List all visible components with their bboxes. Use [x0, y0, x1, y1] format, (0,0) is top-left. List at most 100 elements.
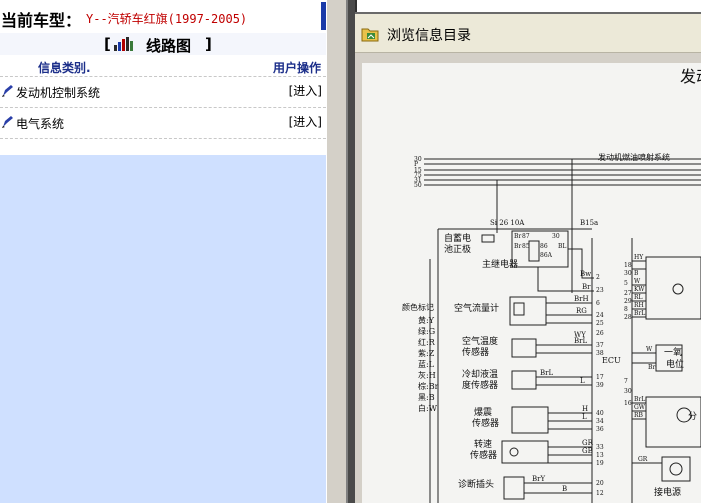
right-col-label: GR — [638, 456, 648, 463]
section-header: [ 线路图 ] — [0, 33, 326, 55]
pin-num: 38 — [596, 350, 604, 357]
right-label: 接电源 — [654, 486, 681, 498]
bus-num: 31 — [414, 177, 422, 184]
header-user-action: 用户操作 — [272, 61, 321, 75]
pencil-icon — [2, 85, 13, 97]
enter-link[interactable]: [进入] — [288, 84, 322, 98]
enter-link[interactable]: [进入] — [288, 115, 322, 129]
right-pane: 浏览信息目录 发动 发动机燃油喷射系统 30 P — [355, 0, 701, 503]
left-pane: 当前车型： Y--汽轿车红旗(1997-2005) [ 线路图 ] 信息类别. … — [0, 0, 326, 503]
bracket-right: ] — [205, 35, 212, 53]
right-pin: 5 — [624, 280, 628, 287]
sensor-label: 空气温度 — [462, 335, 498, 347]
section-title: 线路图 — [146, 37, 192, 55]
wire-label: H — [582, 405, 588, 413]
pin-num: 34 — [596, 418, 604, 425]
relay-pin: 86A — [540, 252, 553, 259]
right-col-label: W — [646, 346, 653, 353]
chart-icon — [114, 37, 133, 51]
sensor-label: 传感器 — [472, 417, 499, 429]
right-col-label: Br — [648, 364, 655, 371]
pin-num: 25 — [596, 320, 604, 327]
pin-num: 20 — [596, 480, 604, 487]
right-pin: 30 — [624, 388, 632, 395]
right-label: 电位 — [666, 358, 684, 370]
right-label: 分 — [688, 411, 697, 422]
relay-pin: 86 — [540, 243, 548, 250]
pin-num: 17 — [596, 374, 604, 381]
pane-splitter[interactable] — [326, 0, 348, 503]
wire-label: RG — [576, 307, 587, 315]
br-label: Br — [582, 283, 591, 291]
pin-num: 13 — [596, 452, 604, 459]
wire-label: WY — [574, 331, 586, 339]
current-model-value: Y--汽轿车红旗(1997-2005) — [86, 12, 248, 26]
pin-num: 19 — [596, 460, 604, 467]
bus-num: 50 — [414, 182, 422, 189]
right-pin: 7 — [624, 378, 628, 385]
right-pin: 18 — [624, 262, 632, 269]
right-label: 一氧 — [664, 346, 682, 358]
color-key-item: 白:W — [418, 403, 438, 413]
sensor-label: 爆震 — [474, 406, 492, 418]
sensor-label: 传感器 — [470, 449, 497, 461]
color-key-item: 紫:Z — [418, 349, 435, 358]
pin-num: 12 — [596, 490, 604, 497]
pin-num: 40 — [596, 410, 604, 417]
wire-label: GB — [582, 447, 593, 455]
wiring-diagram[interactable]: 发动 发动机燃油喷射系统 30 P 15 75 31 50 — [362, 63, 701, 503]
wire-label: BrY — [532, 475, 545, 483]
pin-num: 23 — [596, 287, 604, 294]
color-key-item: 蓝:L — [418, 359, 435, 369]
wire-label: B — [562, 485, 567, 493]
sensor-label: 转速 — [474, 438, 492, 450]
list-item[interactable]: 发动机控制系统 [进入] — [0, 81, 326, 103]
sensor-label: 冷却液温 — [462, 368, 498, 380]
b15a-label: B15a — [580, 219, 598, 227]
folder-icon[interactable] — [361, 26, 379, 42]
list-item[interactable]: 电气系统 [进入] — [0, 112, 326, 134]
pin-num: 24 — [596, 312, 604, 319]
wire-label: L — [582, 413, 587, 421]
pin-num: 26 — [596, 330, 604, 337]
header-info-type: 信息类别. — [38, 61, 91, 75]
bracket-left: [ — [104, 35, 111, 53]
current-model-label: 当前车型： — [1, 11, 82, 30]
right-col-label: KW — [634, 286, 645, 293]
pin-num: 36 — [596, 426, 604, 433]
bus-num: 75 — [414, 172, 422, 179]
right-col-label: BrL — [634, 310, 645, 317]
relay-pin: 87 — [522, 233, 530, 240]
relay-pin: BL — [558, 243, 566, 250]
bus-num: 30 — [414, 156, 422, 163]
relay-pin: Br — [514, 233, 521, 240]
divider — [0, 138, 326, 139]
right-pin: 8 — [624, 306, 628, 313]
bus-num: 15 — [414, 167, 422, 174]
pencil-icon — [2, 116, 13, 128]
ecu-label: ECU — [602, 356, 621, 365]
divider — [0, 107, 326, 108]
color-key-title: 颜色标记 — [402, 302, 434, 312]
color-key-item: 黄:Y — [418, 315, 435, 325]
pin-num: 6 — [596, 300, 600, 307]
right-col-label: RB — [634, 412, 644, 419]
item-name: 电气系统 — [16, 117, 65, 131]
battery-label-2: 池正极 — [444, 243, 471, 255]
pin-num: 37 — [596, 342, 604, 349]
sensor-label: 度传感器 — [462, 379, 498, 391]
right-col-label: GW — [634, 404, 646, 411]
diagram-svg: 发动 发动机燃油喷射系统 30 P 15 75 31 50 — [402, 67, 701, 503]
right-col-label: HY — [634, 254, 644, 261]
category-list: 信息类别. 用户操作 发动机控制系统 [进入] 电气系统 [进入] — [0, 55, 326, 155]
relay-pin: 30 — [552, 233, 560, 240]
right-top-frame — [355, 0, 701, 14]
pin-num: 2 — [596, 274, 600, 281]
right-pin: 16 — [624, 400, 632, 407]
wire-label: BrH — [574, 295, 589, 303]
right-pin: 28 — [624, 314, 632, 321]
wire-label: BrL — [540, 369, 553, 377]
relay-pin: Br — [514, 243, 521, 250]
bus-num: P — [414, 161, 418, 168]
right-col-label: RL — [634, 294, 643, 301]
